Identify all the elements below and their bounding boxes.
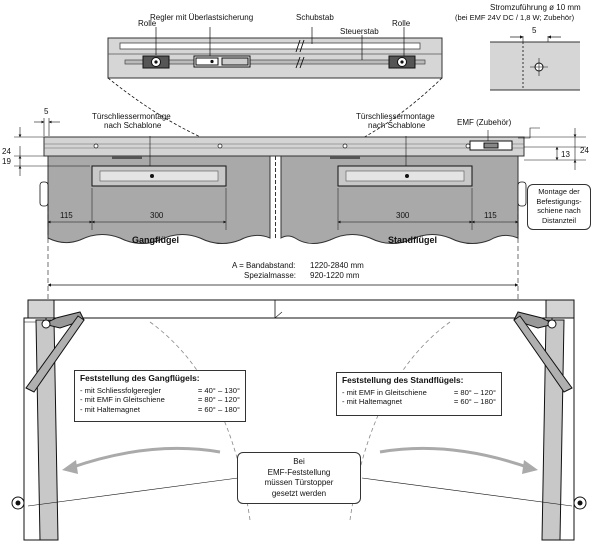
montage-box-line2: Befestigungs- xyxy=(536,196,582,206)
band-value: 1220-2840 mm xyxy=(310,261,364,270)
dim-19-left: 19 xyxy=(2,157,11,166)
dim-300-left: 300 xyxy=(150,211,164,220)
gang-row-2: - mit Haltemagnet = 60° – 180° xyxy=(80,405,240,415)
stand-row-1-value: = 60° – 180° xyxy=(453,397,496,407)
stand-label: Standflügel xyxy=(388,235,437,245)
dim-115-left: 115 xyxy=(60,211,73,220)
steuerstab-bar xyxy=(124,59,426,65)
stand-box-title: Feststellung des Standflügels: xyxy=(342,375,464,385)
tuerstopper-note-box: Bei EMF-Feststellung müssen Türstopper g… xyxy=(237,452,361,504)
emf-label: EMF (Zubehör) xyxy=(457,118,512,127)
rolle-left-label: Rolle xyxy=(138,19,157,28)
montage-box-line3: schiene nach xyxy=(537,206,581,216)
regler-label: Regler mit Überlastsicherung xyxy=(150,13,253,22)
stand-row-1-label: - mit Haltemagnet xyxy=(342,397,402,407)
rail-detail xyxy=(107,27,443,156)
note-line3: müssen Türstopper xyxy=(264,478,334,487)
stand-row-0-label: - mit EMF in Gleitschiene xyxy=(342,387,427,397)
montage-box-line1: Montage der xyxy=(538,187,580,196)
regler-shape xyxy=(193,55,251,68)
gang-row-0-label: - mit Schliessfolgeregler xyxy=(80,385,162,395)
steuerstab-label: Steuerstab xyxy=(340,27,379,36)
dim-5-left: 5 xyxy=(44,107,49,116)
stand-row-1: - mit Haltemagnet = 60° – 180° xyxy=(342,397,496,407)
gleitschiene xyxy=(43,136,525,157)
stromzufuehrung-detail xyxy=(490,35,580,91)
gang-row-0: - mit Schliessfolgeregler = 40° – 130° xyxy=(80,386,240,396)
schubstab-label: Schubstab xyxy=(296,13,334,22)
montage-box-line4: Distanzteil xyxy=(541,215,577,225)
stand-row-0-value: = 80° – 120° xyxy=(453,387,496,397)
gang-row-2-value: = 60° – 180° xyxy=(197,404,240,414)
note-line1: Bei xyxy=(293,457,305,466)
note-line2: EMF-Feststellung xyxy=(267,467,331,477)
gang-label: Gangflügel xyxy=(132,235,179,245)
gang-box-title: Feststellung des Gangflügels: xyxy=(80,373,200,383)
gang-row-2-label: - mit Haltemagnet xyxy=(80,404,140,414)
rolle-right-shape xyxy=(388,55,416,69)
dim-24-right: 24 xyxy=(580,146,589,155)
dim-300-right: 300 xyxy=(396,211,410,220)
gang-row-1: - mit EMF in Gleitschiene = 80° – 120° xyxy=(80,395,240,405)
front-view xyxy=(14,118,586,306)
spezial-label: Spezialmasse: xyxy=(244,271,296,280)
dim-24-left: 24 xyxy=(2,147,11,156)
stromzufuehrung-title: Stromzuführung ø 10 mm xyxy=(490,3,581,12)
gang-feststellung-box: Feststellung des Gangflügels: - mit Schl… xyxy=(74,370,246,422)
dim-13-right: 13 xyxy=(561,150,570,159)
montage-left-line2: nach Schablone xyxy=(104,121,162,130)
gang-row-1-label: - mit EMF in Gleitschiene xyxy=(80,395,165,405)
montage-right-line1: Türschliessermontage xyxy=(356,112,435,121)
dim-5-top-right: 5 xyxy=(532,26,537,35)
gang-row-0-value: = 40° – 130° xyxy=(197,385,240,395)
montage-befestigung-box: Montage der Befestigungs- schiene nach D… xyxy=(527,184,591,230)
stromzufuehrung-subtitle: (bei EMF 24V DC / 1,8 W; Zubehör) xyxy=(455,13,575,22)
band-label: A = Bandabstand: xyxy=(232,261,295,270)
dim-115-right: 115 xyxy=(484,211,497,220)
montage-left-line1: Türschliessermontage xyxy=(92,112,171,121)
note-line4: gesetzt werden xyxy=(271,488,327,498)
spezial-value: 920-1220 mm xyxy=(310,271,360,280)
montage-right-line2: nach Schablone xyxy=(368,121,426,130)
schubstab-bar xyxy=(119,42,421,50)
stand-row-0: - mit EMF in Gleitschiene = 80° – 120° xyxy=(342,388,496,398)
rolle-left-shape xyxy=(142,55,170,69)
plan-view xyxy=(11,299,587,541)
gang-row-1-value: = 80° – 120° xyxy=(197,395,240,405)
rolle-right-label: Rolle xyxy=(392,19,411,28)
stand-feststellung-box: Feststellung des Standflügels: - mit EMF… xyxy=(336,372,502,416)
